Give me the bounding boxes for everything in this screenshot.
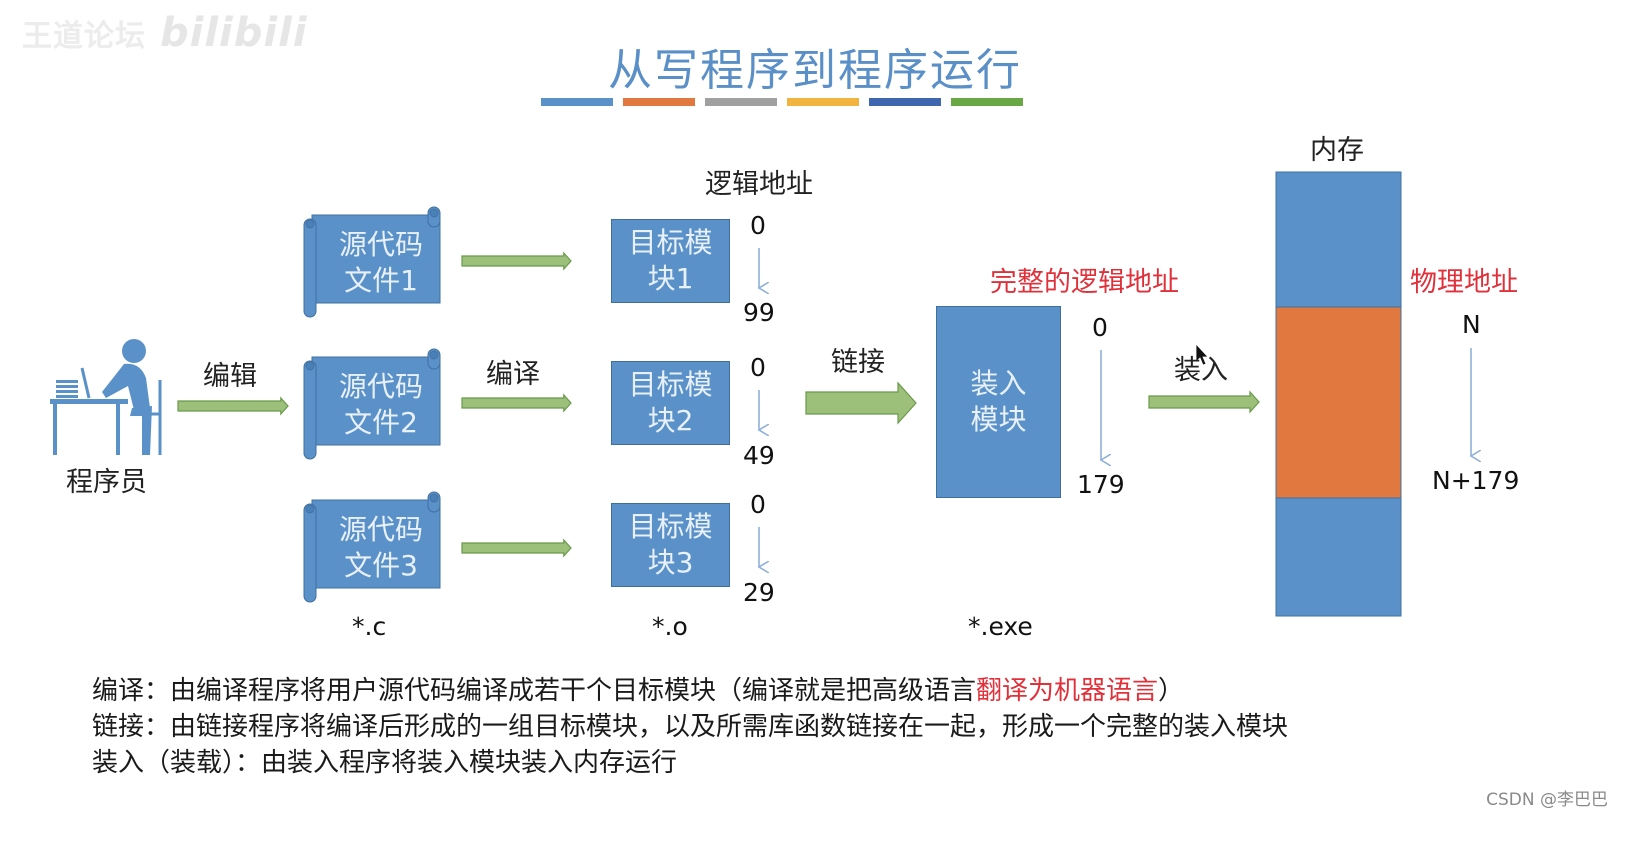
description-compile-text: 编译：由编译程序将用户源代码编译成若干个目标模块（编译就是把高级语言 [92,676,977,706]
load-module: 装入模块 [936,306,1061,498]
link-arrow [805,381,917,425]
scroll-shape [303,206,441,318]
object-module-3-end: 29 [743,578,775,607]
object-module-1-start: 0 [750,211,766,240]
description-link: 链接：由链接程序将编译后形成的一组目标模块，以及所需库函数链接在一起，形成一个完… [92,706,1288,743]
object-module-2-line1: 目标模 [628,368,713,401]
page-title: 从写程序到程序运行 [608,45,1022,96]
complete-logical-address-header: 完整的逻辑地址 [990,267,1179,298]
watermark-brand: 王道论坛 [22,19,146,54]
compile-step-label: 编译 [486,359,540,390]
source-file-3-line2: 文件3 [344,549,418,582]
load-module-line2: 模块 [970,403,1027,436]
title-stripe [869,98,941,106]
compile-arrow-3 [461,538,572,558]
object-module-1-line1: 目标模 [628,226,713,259]
scroll-shape [303,348,441,460]
csdn-credit: CSDN @李巴巴 [1486,790,1608,810]
description-load: 装入（装载）：由装入程序将装入模块装入内存运行 [92,742,677,779]
load-module-end: 179 [1077,470,1125,499]
title-stripe [623,98,695,106]
object-module-2-line2: 块2 [647,404,694,437]
load-step-label: 装入 [1174,355,1228,386]
physical-address-end: N+179 [1432,466,1520,495]
source-file-1-line2: 文件1 [344,264,418,297]
watermark: 王道论坛 bilibili [22,10,308,56]
object-module-2-end: 49 [743,441,775,470]
object-extension: *.o [652,612,688,641]
memory-region-free-top [1275,171,1402,308]
source-file-2-line2: 文件2 [344,406,418,439]
source-file-1: 源代码文件1 [302,207,442,317]
memory-region-loaded-module [1275,306,1402,499]
source-file-1-line1: 源代码 [338,228,423,261]
programmer-label: 程序员 [66,467,147,498]
link-step-label: 链接 [831,347,885,378]
description-compile-highlight: 翻译为机器语言 [976,676,1159,706]
load-module-line1: 装入 [970,367,1027,400]
object-module-1-line2: 块1 [647,262,694,295]
object-module-2: 目标模块2 [611,361,730,445]
source-file-2-line1: 源代码 [338,370,423,403]
object-module-2-start: 0 [750,353,766,382]
description-load-text: 装入（装载）：由装入程序将装入模块装入内存运行 [92,748,678,778]
scroll-shape [303,491,441,603]
mouse-cursor-icon [1195,342,1209,366]
source-file-3-line1: 源代码 [338,513,423,546]
source-file-2: 源代码文件2 [302,349,442,459]
title-stripe [787,98,859,106]
load-arrow [1148,390,1260,414]
compile-arrow-2 [461,393,572,413]
object-module-1-end: 99 [743,298,775,327]
physical-address-header: 物理地址 [1410,267,1518,298]
memory-column [1275,171,1402,617]
load-module-start: 0 [1092,313,1108,342]
object-module-3-start: 0 [750,490,766,519]
compile-arrow-1 [461,251,572,271]
edit-arrow [177,396,289,416]
source-extension: *.c [352,612,387,641]
physical-address-start: N [1462,310,1481,339]
bilibili-logo: bilibili [160,10,308,56]
source-file-3: 源代码文件3 [302,492,442,602]
title-stripe [705,98,777,106]
description-compile: 编译：由编译程序将用户源代码编译成若干个目标模块（编译就是把高级语言翻译为机器语… [92,670,1184,707]
memory-region-free-bottom [1275,497,1402,617]
exe-extension: *.exe [968,612,1033,641]
object-module-1: 目标模块1 [611,219,730,303]
title-stripe [951,98,1023,106]
object-module-3-line2: 块3 [647,546,694,579]
edit-step-label: 编辑 [203,361,257,392]
description-link-text: 链接：由链接程序将编译后形成的一组目标模块，以及所需库函数链接在一起，形成一个完… [92,712,1289,742]
object-module-3: 目标模块3 [611,503,730,587]
programmer-at-desk-icon [50,339,162,455]
memory-header: 内存 [1310,135,1364,166]
object-module-3-line1: 目标模 [628,510,713,543]
title-stripe [541,98,613,106]
description-compile-tail: ） [1158,676,1185,706]
logical-address-header: 逻辑地址 [705,169,813,200]
